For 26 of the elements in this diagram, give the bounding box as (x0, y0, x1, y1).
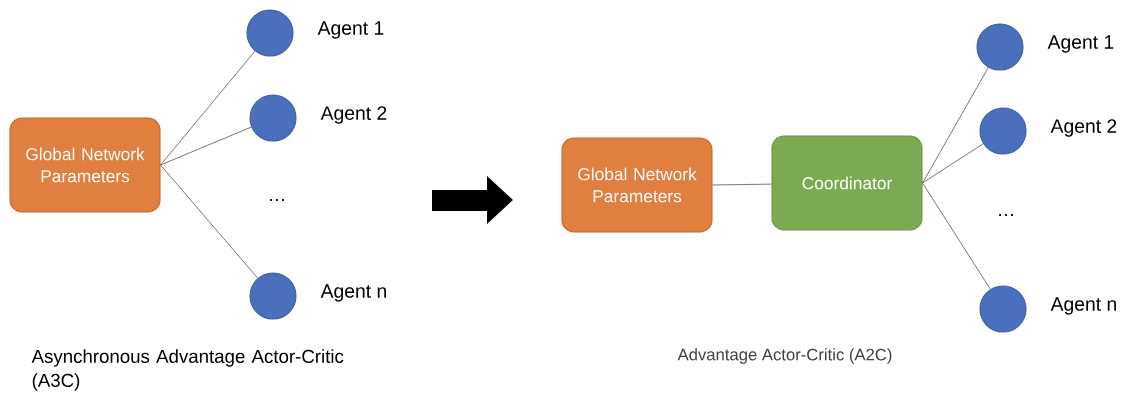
agent-circle (246, 9, 294, 57)
agent-circle (979, 285, 1027, 333)
agent-circle (249, 272, 297, 320)
agent-label: Agent 1 (1047, 35, 1114, 53)
agent-label: Agent 1 (317, 21, 384, 39)
ellipsis: … (270, 199, 284, 201)
agent-circle (979, 107, 1027, 155)
ellipsis: … (999, 214, 1013, 216)
connector-line (922, 182, 991, 290)
connector-line (922, 143, 984, 184)
process-box: Global Network Parameters (561, 137, 713, 233)
connector-line (922, 67, 989, 184)
agent-label: Agent 2 (320, 106, 387, 124)
connector-line (712, 183, 772, 186)
agent-label: Agent 2 (1050, 119, 1117, 137)
agent-label: Agent n (320, 284, 386, 302)
agent-label: Agent n (1050, 297, 1116, 315)
caption: Advantage Actor-Critic (A2C) (677, 348, 892, 364)
process-box: Coordinator (771, 135, 923, 231)
caption: Asynchronous Advantage Actor-Critic (A3C) (31, 349, 344, 391)
agent-circle (249, 94, 297, 142)
agent-circle (976, 23, 1024, 71)
connector-line (160, 126, 252, 166)
connector-line (160, 164, 259, 279)
connector-line (160, 50, 256, 166)
process-box: Global Network Parameters (9, 117, 161, 213)
